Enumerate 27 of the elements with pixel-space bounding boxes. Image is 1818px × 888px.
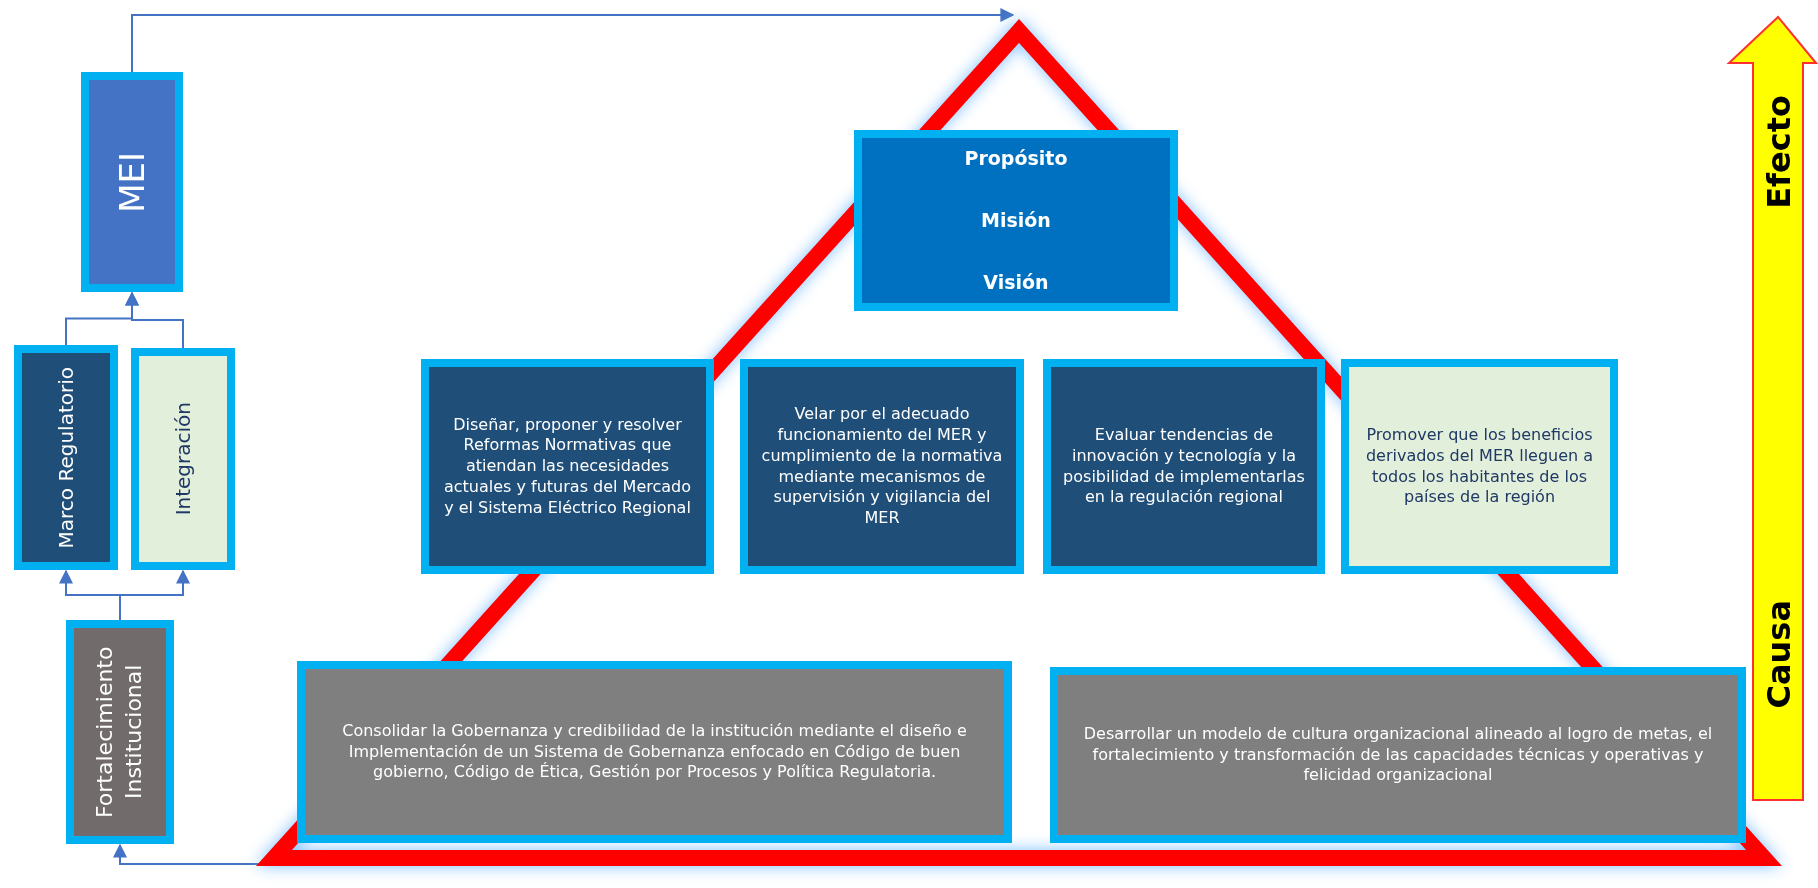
text-box	[854, 130, 1178, 311]
connector-arrow	[119, 569, 190, 621]
heading-text: Visión	[983, 270, 1049, 295]
heading-text: Propósito	[964, 146, 1068, 171]
vertical-box	[14, 345, 118, 570]
text-box	[421, 359, 714, 574]
vertical-box	[66, 620, 174, 844]
box-text: Consolidar la Gobernanza y credibilidad de la institución mediante el diseño e Implementación de un Sistema de Gobernanza enfocado en Código de buen gobierno, Código de Ética, Gestión por Procesos y Política Regulatoria.	[341, 720, 968, 784]
text-box	[740, 359, 1024, 574]
box-text: Velar por el adecuado funcionamiento del MER y cumplimiento de la normativa mediante mecanismos de supervisión y vigilancia del MER	[760, 404, 1004, 529]
arrow-label: Causa	[1760, 600, 1798, 709]
text-box	[1043, 359, 1325, 574]
text-box	[1341, 359, 1618, 574]
box-text: Diseñar, proponer y resolver Reformas Normativas que atiendan las necesidades actuales y futuras del Mercado y el Sistema Eléctrico Regional	[443, 414, 692, 519]
box-text: Integración	[170, 402, 196, 516]
connector-arrow	[131, 8, 1015, 73]
vertical-box	[131, 348, 235, 570]
box-text: Marco Regulatorio	[53, 366, 79, 549]
box-text: Fortalecimiento Institucional	[91, 645, 147, 820]
connector-arrow	[125, 291, 184, 349]
box-text: Evaluar tendencias de innovación y tecnología y la posibilidad de implementarlas en la regulación regional	[1062, 424, 1306, 509]
box-text: MEI	[110, 151, 153, 213]
vertical-box	[81, 72, 183, 292]
heading-text: Misión	[981, 208, 1051, 233]
arrow-label: Efecto	[1760, 95, 1798, 209]
box-text: Desarrollar un modelo de cultura organizacional alineado al logro de metas, el fortalecimiento y transformación de las capacidades técnicas y operativas y felicidad organizacional	[1082, 723, 1714, 787]
box-text: Promover que los beneficios derivados del MER lleguen a todos los habitantes de los países de la región	[1364, 424, 1595, 509]
